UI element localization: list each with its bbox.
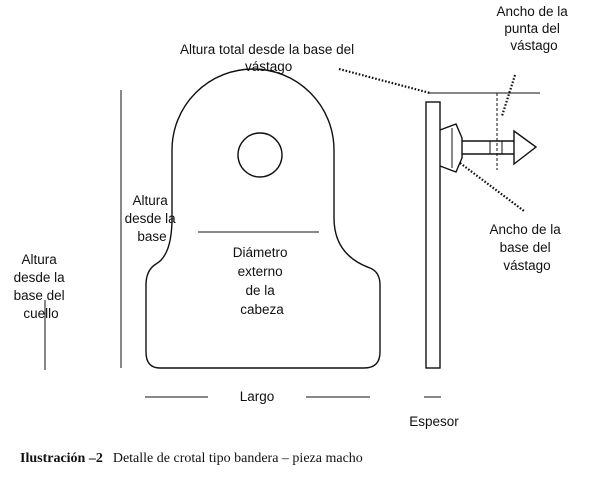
total-height-leader	[338, 67, 431, 95]
thickness-label: Espesor	[409, 414, 459, 429]
tag-hole	[237, 132, 283, 178]
stem-base-width-label: Ancho de la base del vástago	[489, 222, 564, 273]
neck-height-label: Altura desde la base del cuello	[14, 252, 69, 321]
base-height-label: Altura desde la base	[125, 193, 180, 244]
stem-base-leader	[459, 162, 525, 212]
stem-tip	[513, 129, 538, 166]
figure-caption: Ilustración –2 Detalle de crotal tipo ba…	[20, 449, 363, 466]
stem-base	[439, 123, 463, 173]
length-label: Largo	[240, 389, 275, 404]
tag-body-outline	[145, 68, 381, 369]
total-height-label: Altura total desde la base del vástago	[180, 42, 358, 74]
tip-width-label: Ancho de la punta del vástago	[496, 4, 571, 53]
side-plate	[425, 101, 441, 369]
head-diameter-label: Diámetro externo de la cabeza	[233, 245, 292, 317]
tip-width-leader	[500, 74, 517, 117]
caption-number: Ilustración –2	[20, 451, 103, 466]
caption-text: Detalle de crotal tipo bandera – pieza m…	[113, 451, 363, 466]
